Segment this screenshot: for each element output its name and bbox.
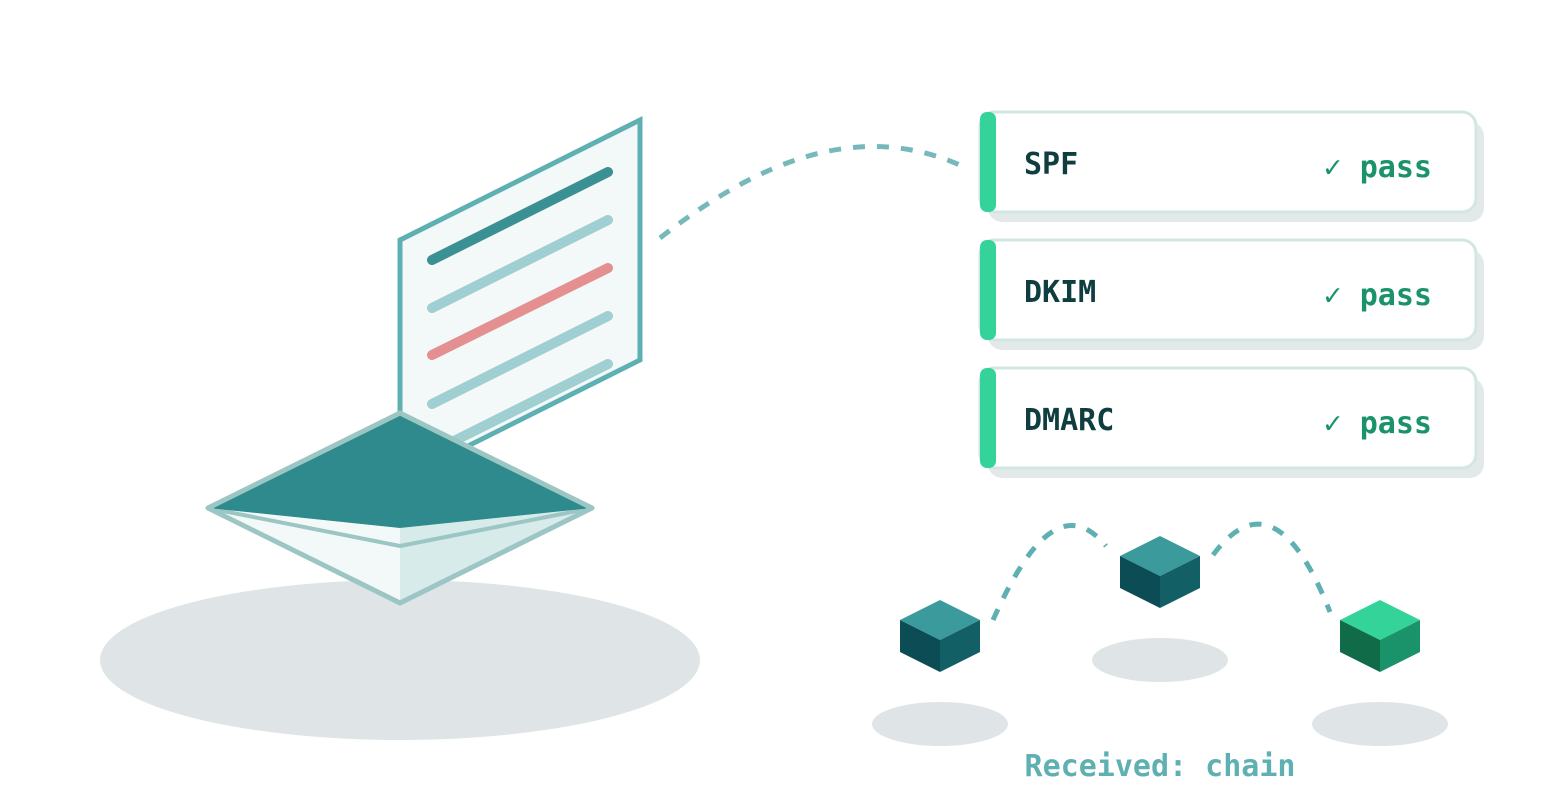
server-hop-cube [1120, 536, 1200, 608]
auth-check-status: ✓ pass [1324, 150, 1432, 185]
hop-shadow [1092, 638, 1228, 682]
hop-shadow [872, 702, 1008, 746]
letter-line [427, 311, 613, 409]
letter-line-header [427, 167, 613, 265]
server-hop-cube [900, 600, 980, 672]
auth-check-card: SPF ✓ pass [978, 110, 1484, 222]
hop-shadow [1312, 702, 1448, 746]
envelope-fold [207, 506, 593, 548]
received-chain-label: Received: chain [1025, 749, 1296, 784]
letter-to-checks-connector [658, 144, 964, 240]
cube-left [900, 620, 940, 672]
card-accent-bar [980, 240, 996, 340]
letter-line [427, 215, 613, 313]
envelope-shadow [100, 580, 700, 740]
envelope [205, 410, 595, 606]
card-accent-bar [980, 112, 996, 212]
auth-check-label: DMARC [1024, 403, 1114, 438]
letter-sheet [397, 115, 643, 485]
cube-right [1160, 556, 1200, 608]
auth-check-label: SPF [1024, 147, 1078, 182]
hop-connector [990, 523, 1108, 622]
auth-check-status: ✓ pass [1324, 406, 1432, 441]
hop-connector [1210, 521, 1333, 613]
auth-check-status: ✓ pass [1324, 278, 1432, 313]
auth-check-card: DMARC ✓ pass [978, 366, 1484, 478]
cube-left [1340, 620, 1380, 672]
server-hop-cube-verified [1340, 600, 1420, 672]
auth-check-card: DKIM ✓ pass [978, 238, 1484, 350]
auth-check-label: DKIM [1024, 275, 1096, 310]
letter-line-flagged [427, 263, 613, 360]
envelope-outline [205, 410, 595, 606]
cube-left [1120, 556, 1160, 608]
envelope-flap [208, 413, 592, 528]
card-accent-bar [980, 368, 996, 468]
letter-line [427, 359, 613, 457]
cube-right [940, 620, 980, 672]
cube-right [1380, 620, 1420, 672]
